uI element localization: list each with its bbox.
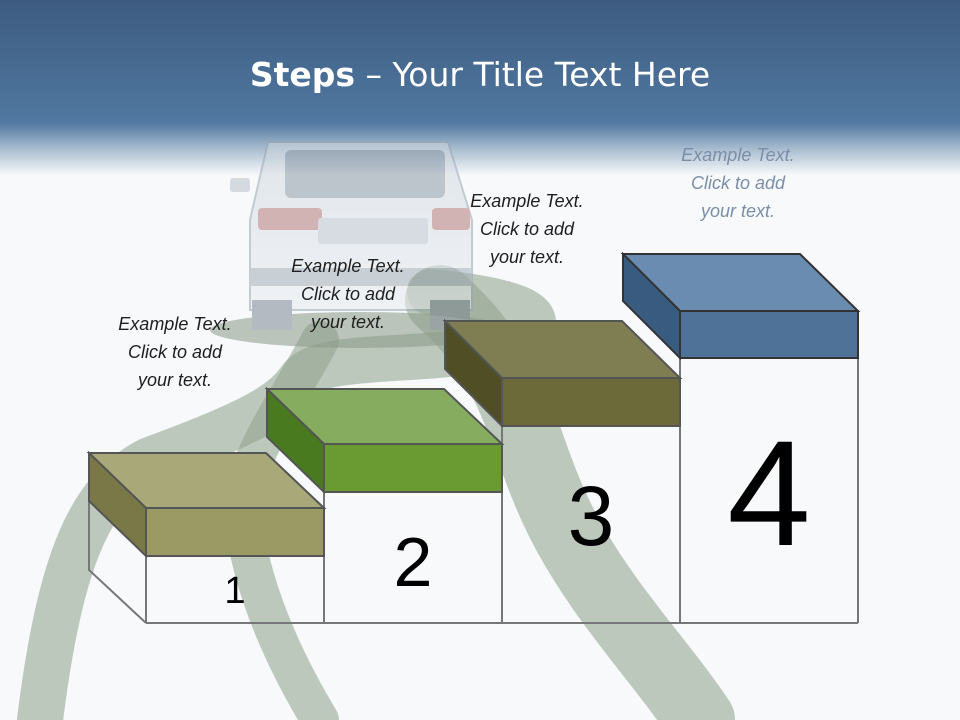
step-3-number: 3 <box>567 469 615 563</box>
step-4-line2: Click to add <box>690 173 786 193</box>
step-3-line2: Click to add <box>479 219 575 239</box>
step-1-callout[interactable]: Example Text. Click to add your text. <box>75 310 275 394</box>
step-3-callout[interactable]: Example Text. Click to add your text. <box>427 187 627 271</box>
step-1-line2: Click to add <box>127 342 223 362</box>
step-4-number: 4 <box>727 409 811 577</box>
step-4-block[interactable] <box>620 251 861 361</box>
step-2-line1: Example Text. <box>291 256 405 276</box>
step-4-line1: Example Text. <box>681 145 795 165</box>
step-4-line3: your text. <box>700 201 776 221</box>
step-2-number: 2 <box>393 523 433 601</box>
slide-title[interactable]: Steps – Your Title Text Here <box>0 50 960 100</box>
title-bold: Steps <box>249 55 356 94</box>
title-rest: – Your Title Text Here <box>355 55 711 94</box>
step-1-number: 1 <box>224 570 246 612</box>
step-1-line3: your text. <box>137 370 213 390</box>
step-4-callout[interactable]: Example Text. Click to add your text. <box>638 141 838 225</box>
step-1-line1: Example Text. <box>118 314 232 334</box>
step-2-line3: your text. <box>310 312 386 332</box>
step-3-block[interactable] <box>442 318 683 429</box>
step-2-line2: Click to add <box>300 284 396 304</box>
step-2-callout[interactable]: Example Text. Click to add your text. <box>248 252 448 336</box>
step-2-block[interactable] <box>264 386 505 495</box>
step-3-line1: Example Text. <box>470 191 584 211</box>
header-band <box>0 0 960 175</box>
car-illustration <box>210 141 510 348</box>
step-3-line3: your text. <box>489 247 565 267</box>
step-1-block[interactable] <box>86 450 327 559</box>
